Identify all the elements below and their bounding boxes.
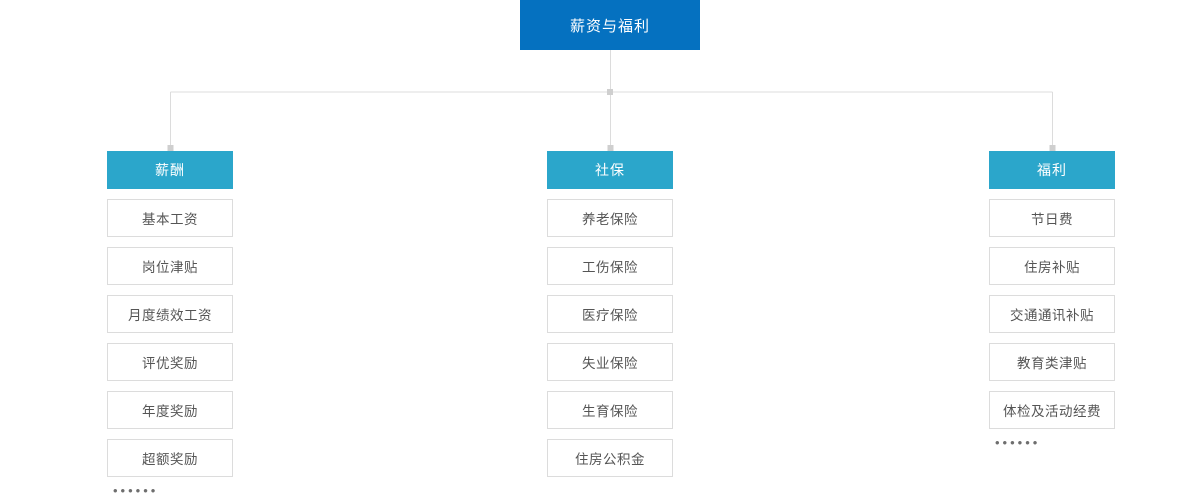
leaf-node[interactable]: 评优奖励 — [107, 343, 233, 381]
leaf-label: 住房补贴 — [1024, 260, 1080, 275]
leaf-list-1: 养老保险 工伤保险 医疗保险 失业保险 生育保险 住房公积金 — [547, 199, 673, 477]
leaf-label: 失业保险 — [582, 356, 638, 371]
leaf-label: 交通通讯补贴 — [1010, 308, 1094, 323]
leaf-node[interactable]: 体检及活动经费 — [989, 391, 1115, 429]
leaf-label: 教育类津贴 — [1017, 356, 1087, 371]
branch-header-label-2: 福利 — [1037, 162, 1067, 178]
leaf-label: 岗位津贴 — [142, 260, 198, 275]
leaf-node[interactable]: 住房补贴 — [989, 247, 1115, 285]
leaf-label: 评优奖励 — [142, 356, 198, 371]
leaf-node[interactable]: 基本工资 — [107, 199, 233, 237]
branch-column-1: 社保 养老保险 工伤保险 医疗保险 失业保险 生育保险 住房公积金 — [547, 151, 673, 497]
branch-header-label-1: 社保 — [595, 162, 625, 178]
leaf-label: 生育保险 — [582, 404, 638, 419]
connector-marker-bus — [607, 89, 613, 95]
leaf-label: 节日费 — [1031, 212, 1073, 227]
branch-header-0[interactable]: 薪酬 — [107, 151, 233, 189]
more-indicator-1 — [547, 485, 673, 497]
leaf-node[interactable]: 生育保险 — [547, 391, 673, 429]
leaf-label: 医疗保险 — [582, 308, 638, 323]
leaf-label: 年度奖励 — [142, 404, 198, 419]
leaf-node[interactable]: 养老保险 — [547, 199, 673, 237]
branch-column-0: 薪酬 基本工资 岗位津贴 月度绩效工资 评优奖励 年度奖励 超额奖励 •••••… — [107, 151, 233, 497]
leaf-node[interactable]: 工伤保险 — [547, 247, 673, 285]
branch-header-2[interactable]: 福利 — [989, 151, 1115, 189]
leaf-node[interactable]: 年度奖励 — [107, 391, 233, 429]
leaf-node[interactable]: 月度绩效工资 — [107, 295, 233, 333]
more-indicator-0: •••••• — [113, 483, 159, 498]
leaf-node[interactable]: 医疗保险 — [547, 295, 673, 333]
leaf-node[interactable]: 失业保险 — [547, 343, 673, 381]
leaf-label: 住房公积金 — [575, 452, 645, 467]
leaf-node[interactable]: 超额奖励 — [107, 439, 233, 477]
leaf-label: 基本工资 — [142, 212, 198, 227]
leaf-label: 月度绩效工资 — [128, 308, 212, 323]
leaf-node[interactable]: 岗位津贴 — [107, 247, 233, 285]
branch-header-1[interactable]: 社保 — [547, 151, 673, 189]
leaf-list-2: 节日费 住房补贴 交通通讯补贴 教育类津贴 体检及活动经费 — [989, 199, 1115, 429]
leaf-label: 超额奖励 — [142, 452, 198, 467]
leaf-node[interactable]: 节日费 — [989, 199, 1115, 237]
leaf-list-0: 基本工资 岗位津贴 月度绩效工资 评优奖励 年度奖励 超额奖励 — [107, 199, 233, 477]
branch-header-label-0: 薪酬 — [155, 162, 185, 178]
leaf-node[interactable]: 教育类津贴 — [989, 343, 1115, 381]
leaf-label: 养老保险 — [582, 212, 638, 227]
leaf-label: 体检及活动经费 — [1003, 404, 1101, 419]
leaf-label: 工伤保险 — [582, 260, 638, 275]
leaf-node[interactable]: 交通通讯补贴 — [989, 295, 1115, 333]
more-indicator-2: •••••• — [995, 435, 1041, 450]
root-node-label: 薪资与福利 — [569, 17, 650, 35]
branch-column-2: 福利 节日费 住房补贴 交通通讯补贴 教育类津贴 体检及活动经费 •••••• — [989, 151, 1115, 449]
leaf-node[interactable]: 住房公积金 — [547, 439, 673, 477]
root-node[interactable]: 薪资与福利 — [520, 0, 700, 50]
